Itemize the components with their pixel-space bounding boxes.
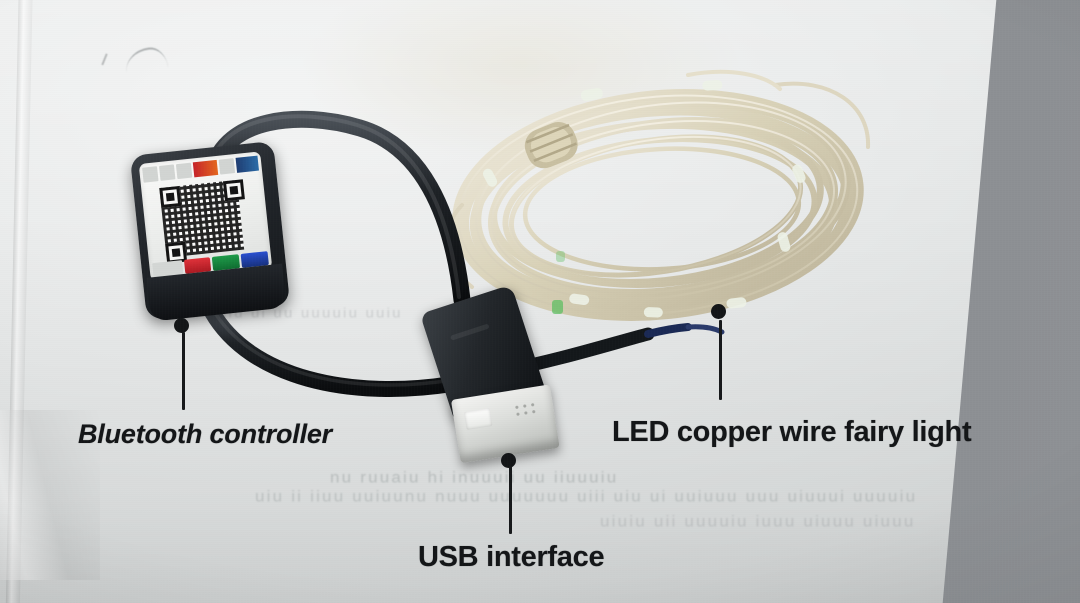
controller-sticker: [138, 151, 273, 282]
callout-leader-bluetooth-controller: [182, 332, 185, 410]
indicator-blue: [235, 155, 259, 173]
indicator-cell: [218, 158, 235, 175]
ghost-text-line: uiu ii iiuu uuiuunu nuuu uuuuuuu uiii ui…: [255, 487, 918, 506]
callout-dot-usb-interface: [501, 453, 516, 468]
qr-finder-pattern: [159, 185, 182, 208]
indicator-cell: [175, 162, 193, 180]
ghost-text-line: uiuiu uii uuuuiu iuuu uiuuu uiuuu: [600, 512, 916, 531]
callout-dot-bluetooth-controller: [174, 318, 189, 333]
led-copper-wire-coil: [430, 55, 890, 365]
callout-leader-led-fairy-light: [719, 320, 722, 400]
indicator-red-orange: [192, 159, 218, 178]
indicator-cell: [142, 166, 159, 183]
callout-label-usb-interface: USB interface: [418, 541, 605, 573]
callout-leader-usb-interface: [509, 466, 512, 534]
ghost-text-line: nu ruuaiu hi inuuuii uu iiuuuiu: [330, 468, 619, 487]
indicator-cell: [158, 164, 176, 181]
callout-label-led-fairy-light: LED copper wire fairy light: [612, 416, 972, 448]
usb-type-a-connector: [419, 284, 577, 478]
callout-label-bluetooth-controller: Bluetooth controller: [78, 419, 332, 449]
qr-finder-pattern: [222, 179, 245, 202]
bluetooth-controller-module: [129, 140, 291, 322]
callout-dot-led-fairy-light: [711, 304, 726, 319]
paper-crease-bottom-left: [0, 410, 100, 580]
